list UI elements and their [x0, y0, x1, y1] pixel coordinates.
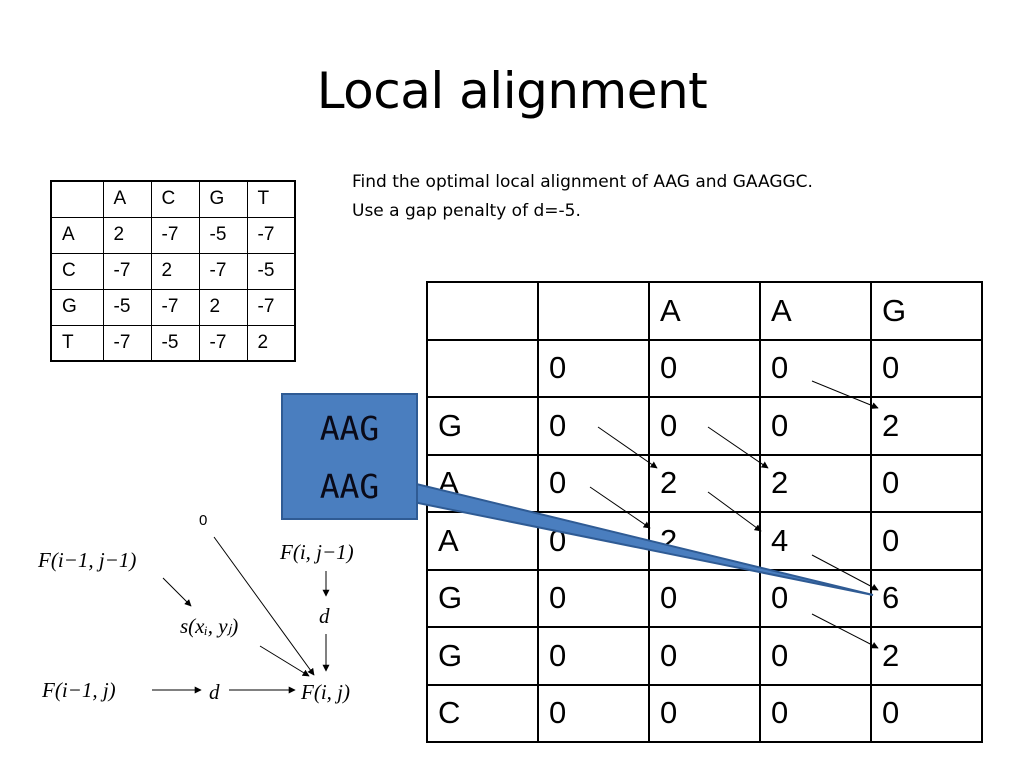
score-cell: -7: [198, 252, 248, 290]
callout-sequence: AAG: [319, 467, 380, 506]
recurrence-result: F(i, j): [301, 680, 350, 704]
recurrence-arrow: [162, 577, 192, 607]
score-cell: 2: [150, 252, 200, 290]
recurrence-term-diagonal: F(i−1, j−1): [38, 548, 137, 572]
score-cell: 2: [246, 324, 296, 362]
dp-cell: G: [426, 396, 539, 456]
dp-row: 0 0 0 0: [426, 338, 983, 398]
score-cell: T: [246, 180, 296, 218]
score-cell: T: [50, 324, 104, 362]
dp-cell: G: [870, 281, 983, 341]
dp-cell: C: [426, 683, 539, 743]
dp-row: G 0 0 0 2: [426, 626, 983, 686]
score-cell: C: [150, 180, 200, 218]
dp-cell: 0: [870, 338, 983, 398]
recurrence-arrow: [213, 536, 315, 676]
dp-cell: 0: [759, 683, 872, 743]
dp-cell: 0: [870, 453, 983, 513]
recurrence-arrow: [259, 645, 310, 677]
dp-cell: G: [426, 626, 539, 686]
dp-cell: 2: [870, 626, 983, 686]
dp-cell: 0: [537, 626, 650, 686]
score-cell: A: [50, 216, 104, 254]
recurrence-zero: 0: [199, 512, 208, 529]
dp-cell: [426, 338, 539, 398]
dp-cell: 0: [537, 683, 650, 743]
callout-sequence: AAG: [319, 409, 380, 448]
recurrence-gap-up: d: [319, 604, 330, 628]
score-cell: -7: [246, 216, 296, 254]
dp-cell: 0: [648, 626, 761, 686]
dp-cell: A: [759, 281, 872, 341]
dp-header-row: A A G: [426, 281, 983, 341]
dp-cell: 0: [870, 683, 983, 743]
dp-cell: 2: [870, 396, 983, 456]
score-matrix-row: T -7 -5 -7 2: [50, 324, 296, 362]
score-cell: -7: [246, 288, 296, 326]
dp-cell: [537, 281, 650, 341]
dp-row: C 0 0 0 0: [426, 683, 983, 743]
dp-cell: 0: [870, 511, 983, 571]
score-matrix-row: A 2 -7 -5 -7: [50, 216, 296, 254]
score-matrix-row: G -5 -7 2 -7: [50, 288, 296, 326]
recurrence-term-up: F(i, j−1): [280, 540, 354, 564]
problem-statement: Find the optimal local alignment of AAG …: [352, 168, 813, 226]
recurrence-term-left: F(i−1, j): [42, 678, 116, 702]
dp-cell: 6: [870, 568, 983, 628]
instruction-line: Find the optimal local alignment of AAG …: [352, 172, 813, 192]
score-cell: G: [50, 288, 104, 326]
dp-row: G 0 0 0 2: [426, 396, 983, 456]
instruction-line: Use a gap penalty of d=-5.: [352, 201, 581, 221]
score-cell: -5: [150, 324, 200, 362]
score-cell: -5: [246, 252, 296, 290]
slide-title: Local alignment: [316, 62, 708, 120]
alignment-callout: AAG AAG: [281, 393, 418, 520]
score-cell: -5: [102, 288, 152, 326]
dp-cell: A: [648, 281, 761, 341]
score-matrix-header-row: A C G T: [50, 180, 296, 218]
dp-cell: 0: [537, 338, 650, 398]
score-matrix: A C G T A 2 -7 -5 -7 C -7 2 -7 -5 G -5 -…: [50, 180, 296, 362]
dp-cell: 0: [648, 683, 761, 743]
recurrence-gap-left: d: [209, 680, 220, 704]
score-cell: 2: [102, 216, 152, 254]
dp-cell: [426, 281, 539, 341]
score-cell: -7: [102, 324, 152, 362]
dp-cell: 0: [648, 338, 761, 398]
recurrence-score: s(xᵢ, yⱼ): [180, 614, 239, 638]
